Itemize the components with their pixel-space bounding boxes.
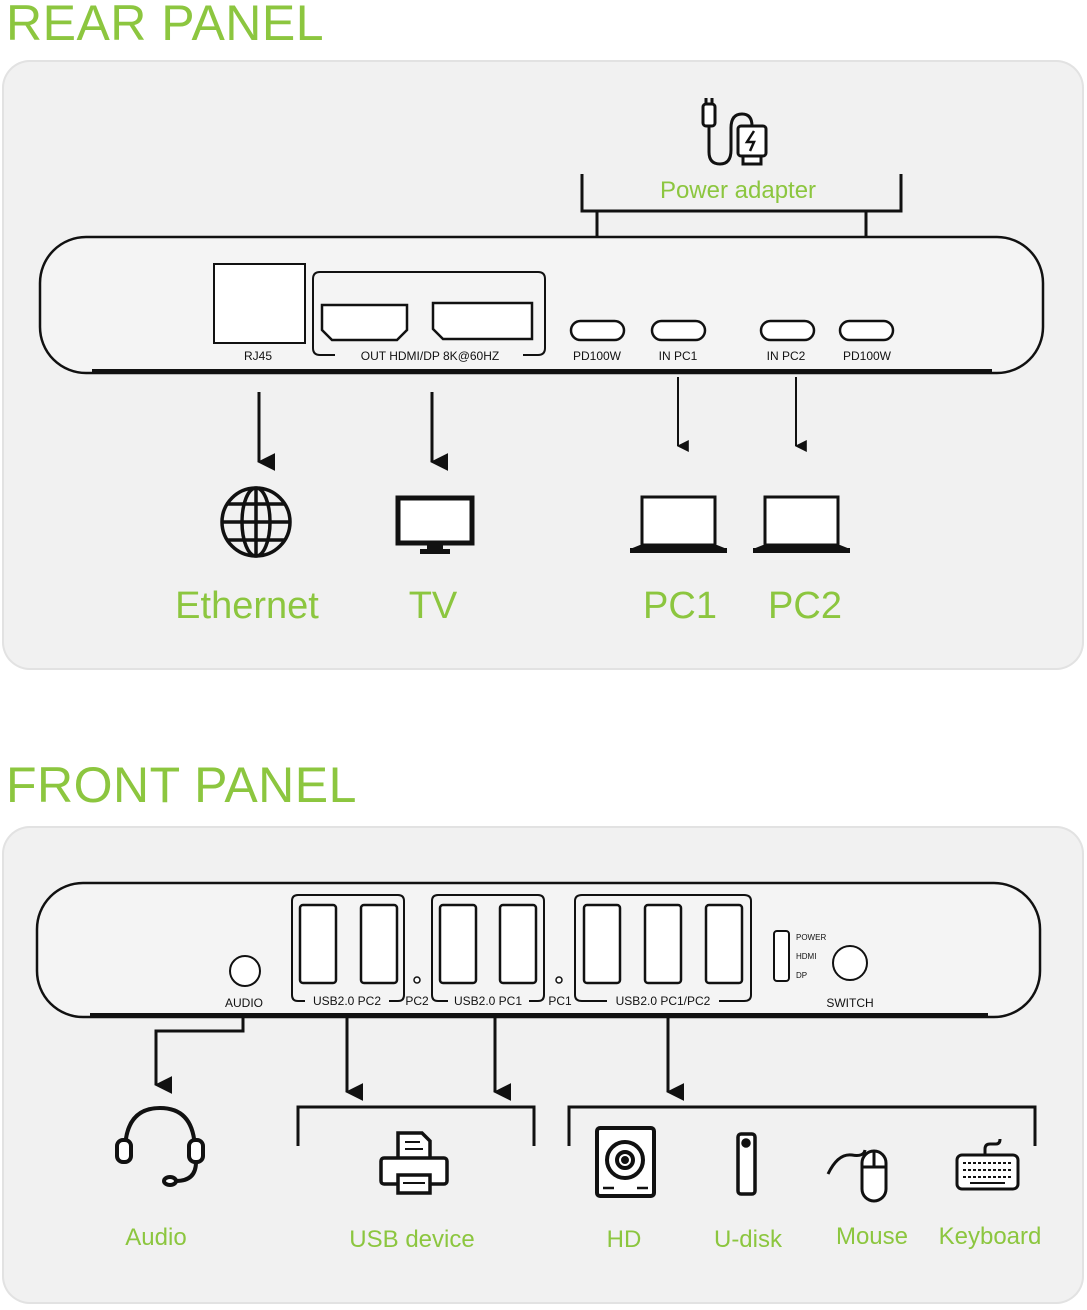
led-power-label: POWER xyxy=(796,933,826,942)
usb-shared-label: USB2.0 PC1/PC2 xyxy=(616,994,711,1008)
tv-label: TV xyxy=(409,585,458,627)
pc1-led-label: PC1 xyxy=(548,994,572,1008)
usb-stick-icon xyxy=(736,1132,757,1196)
pd100w-right-label: PD100W xyxy=(843,349,892,363)
hdmi-port xyxy=(320,303,409,342)
keyboard-label: Keyboard xyxy=(939,1223,1042,1250)
power-adapter-label: Power adapter xyxy=(660,177,816,204)
usb-shared-port-1 xyxy=(582,903,622,985)
usb-pc1-port-1 xyxy=(438,903,478,985)
usb-pc2-group-outline xyxy=(291,894,405,1002)
pc2-led-label: PC2 xyxy=(405,994,429,1008)
switch-button xyxy=(832,945,868,981)
led-hdmi-label: HDMI xyxy=(796,952,816,961)
front-panel-title: FRONT PANEL xyxy=(6,757,357,813)
video-out-group-outline xyxy=(312,271,546,356)
displayport-port xyxy=(431,301,534,341)
udisk-label: U-disk xyxy=(714,1226,783,1253)
globe-icon xyxy=(220,486,292,558)
audio-port-label: AUDIO xyxy=(225,996,263,1010)
usb-pc1-label: USB2.0 PC1 xyxy=(454,994,522,1008)
switch-label: SWITCH xyxy=(826,996,873,1010)
pc2-label: PC2 xyxy=(768,585,842,627)
rear-connection-arrows xyxy=(257,377,807,471)
in-pc2-label: IN PC2 xyxy=(767,349,806,363)
mouse-label: Mouse xyxy=(836,1223,908,1250)
usb-pc1-group-outline xyxy=(431,894,545,1002)
keyboard-icon xyxy=(955,1138,1020,1191)
rear-device-body xyxy=(38,235,1045,375)
usb-shared-port-3 xyxy=(704,903,744,985)
usb-pc1-port-2 xyxy=(498,903,538,985)
hd-label: HD xyxy=(607,1226,642,1253)
in-pc2-port xyxy=(759,319,816,342)
usb-pc2-port-1 xyxy=(298,903,338,985)
audio-label: Audio xyxy=(125,1224,186,1251)
laptop-pc1-icon xyxy=(630,495,727,553)
power-adapter-icon xyxy=(701,98,768,166)
front-device-body xyxy=(35,881,1042,1019)
ethernet-label: Ethernet xyxy=(175,585,319,627)
pc1-led xyxy=(555,976,563,984)
rear-panel-title: REAR PANEL xyxy=(6,0,325,51)
pc2-led xyxy=(413,976,421,984)
pd100w-left-port xyxy=(569,319,626,342)
front-connection-arrows xyxy=(154,1015,1037,1146)
rj45-port xyxy=(213,263,306,344)
in-pc1-label: IN PC1 xyxy=(659,349,698,363)
video-out-label: OUT HDMI/DP 8K@60HZ xyxy=(361,349,499,363)
power-adapter-label-bg xyxy=(622,172,854,206)
usb-pc2-port-2 xyxy=(359,903,399,985)
tv-icon xyxy=(395,495,475,554)
mouse-icon xyxy=(826,1149,888,1203)
pc1-label: PC1 xyxy=(643,585,717,627)
led-dp-label: DP xyxy=(796,971,807,980)
pd100w-left-label: PD100W xyxy=(573,349,622,363)
audio-jack xyxy=(229,955,261,987)
in-pc1-port xyxy=(650,319,707,342)
laptop-pc2-icon xyxy=(753,495,850,553)
headset-icon xyxy=(115,1105,205,1187)
status-led-strip xyxy=(773,930,790,982)
usb-shared-port-2 xyxy=(643,903,683,985)
usb-device-label: USB device xyxy=(349,1226,474,1253)
pd100w-right-port xyxy=(838,319,895,342)
usb-pc2-label: USB2.0 PC2 xyxy=(313,994,381,1008)
usb-shared-group-outline xyxy=(574,894,752,1002)
printer-icon xyxy=(379,1131,449,1195)
rj45-label: RJ45 xyxy=(244,349,272,363)
hard-disk-icon xyxy=(595,1126,656,1198)
